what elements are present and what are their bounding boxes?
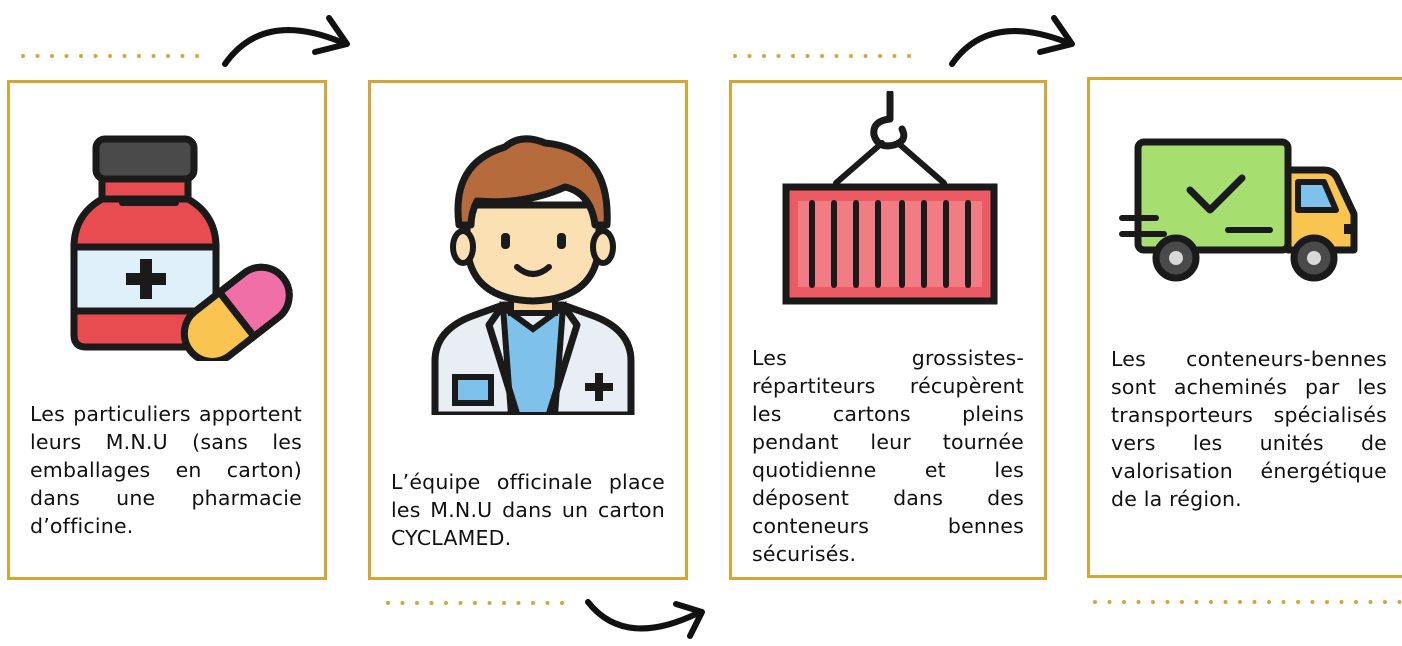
step-text-4: Les conteneurs-bennes sont acheminés par… [1111, 347, 1387, 511]
step-card-3: Les grossistes-répartiteurs récupèrent l… [729, 80, 1047, 580]
dotted-line-4 [1093, 600, 1402, 604]
medicine-bottle-pill-icon [70, 135, 293, 361]
step-text-3: Les grossistes-répartiteurs récupèrent l… [752, 346, 1024, 566]
step-text-2: L’équipe officinale place les M.N.U dans… [391, 470, 665, 550]
step-card-4: Les conteneurs-bennes sont acheminés par… [1087, 77, 1402, 578]
pharmacist-icon [431, 135, 635, 415]
delivery-truck-icon [1119, 138, 1358, 282]
step-card-2: L’équipe officinale place les M.N.U dans… [368, 80, 688, 580]
curved-arrow-icon [222, 15, 350, 67]
dotted-line-2 [386, 601, 565, 605]
step-card-1: Les particuliers apportent leurs M.N.U (… [7, 80, 327, 580]
shipping-container-icon [782, 91, 998, 305]
curved-arrow-icon [585, 599, 705, 639]
dotted-line-3 [733, 54, 922, 58]
step-text-1: Les particuliers apportent leurs M.N.U (… [30, 402, 302, 538]
curved-arrow-icon [949, 15, 1075, 67]
dotted-line-1 [21, 54, 210, 58]
